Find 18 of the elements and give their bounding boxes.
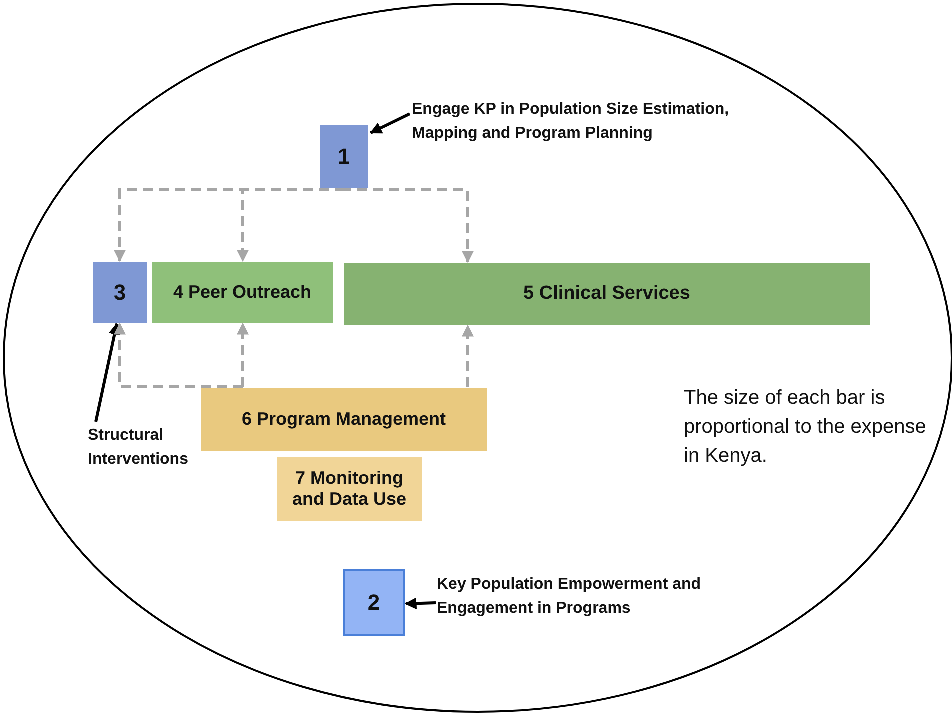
dashed-arrow: [342, 188, 474, 264]
callout-text: Key Population Empowerment and Engagement in Programs: [437, 573, 777, 621]
arrow: [404, 598, 436, 610]
process-bar: 4 Peer Outreach: [152, 262, 333, 323]
callout-text: Engage KP in Population Size Estimation, Mapping and Program Planning: [412, 98, 792, 146]
process-box: 1: [320, 125, 368, 188]
arrow: [370, 112, 411, 134]
arrow: [94, 322, 121, 422]
process-bar: 5 Clinical Services: [344, 263, 870, 325]
process-bar: 7 Monitoring and Data Use: [277, 457, 422, 521]
note-text: The size of each bar is proportional to the expense in Kenya.: [684, 386, 928, 469]
dashed-arrow: [237, 188, 344, 262]
process-box: 3: [93, 262, 147, 323]
process-bar: 6 Program Management: [201, 388, 487, 451]
dashed-arrow: [462, 324, 474, 387]
process-box: 2: [343, 569, 405, 636]
dashed-arrow: [114, 322, 243, 388]
dashed-arrow: [237, 322, 249, 387]
